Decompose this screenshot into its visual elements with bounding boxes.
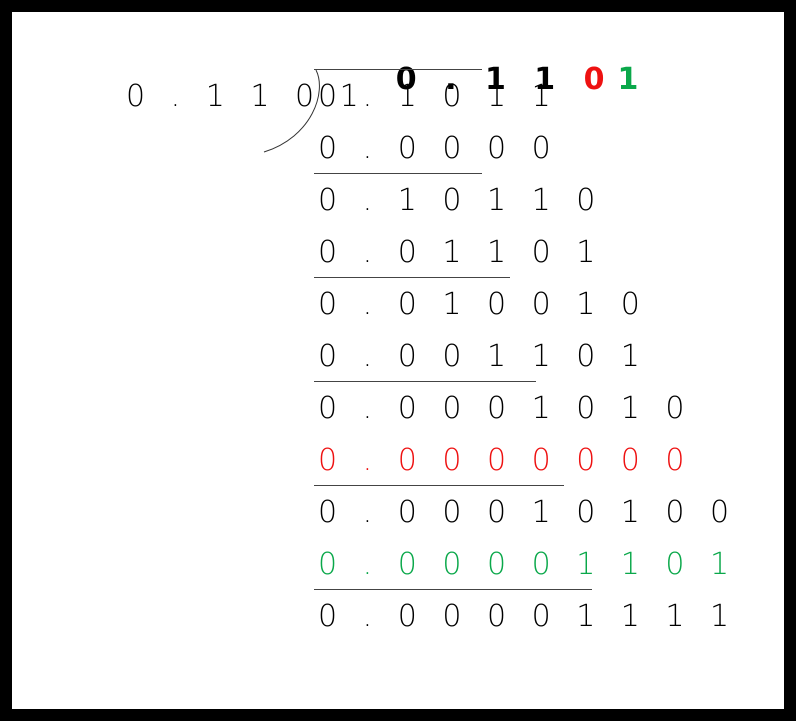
rule-4: [314, 485, 564, 486]
quotient-green-digit: 1: [617, 62, 648, 97]
row-8: 0 . 0 0 0 0 0 0 0: [318, 443, 693, 478]
row-6: 0 . 0 0 1 1 0 1: [318, 339, 648, 374]
rule-5: [314, 589, 592, 590]
row-9: 0 . 0 0 0 1 0 1 0 0: [318, 495, 738, 530]
division-bracket: [263, 69, 320, 153]
row-4: 0 . 0 1 1 0 1: [318, 235, 604, 270]
rule-1: [314, 173, 482, 174]
quotient-rule: [314, 69, 482, 70]
quotient-prefix: 0 . 1 1: [395, 62, 584, 97]
row-5: 0 . 0 1 0 0 1 0: [318, 287, 648, 322]
row-2: 0 . 0 0 0 0: [318, 131, 559, 166]
divisor: 0 . 1 1 0 1: [126, 79, 367, 114]
rule-2: [314, 277, 510, 278]
row-11: 0 . 0 0 0 0 1 1 1 1: [318, 599, 738, 634]
row-3: 0 . 1 0 1 1 0: [318, 183, 604, 218]
rule-3: [314, 381, 536, 382]
quotient-red-digit: 0: [583, 62, 614, 97]
row-10: 0 . 0 0 0 0 1 1 0 1: [318, 547, 738, 582]
row-7: 0 . 0 0 0 1 0 1 0: [318, 391, 693, 426]
row-1: 0 . 1 0 1 1: [318, 79, 559, 114]
